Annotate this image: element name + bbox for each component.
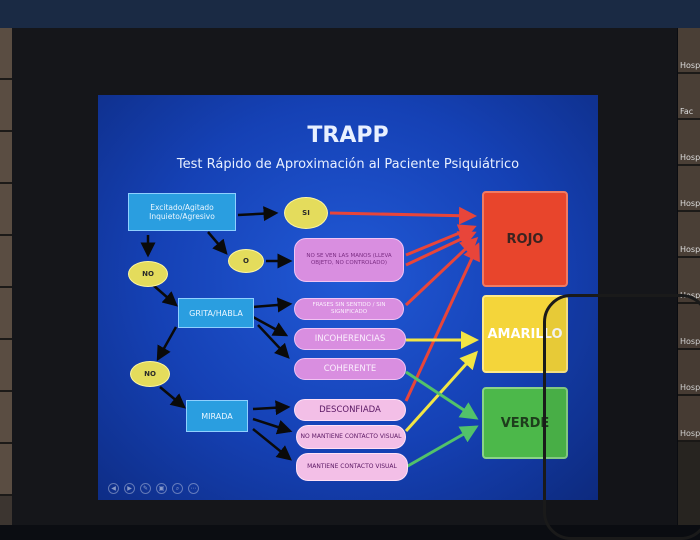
participant-name: Hosp <box>680 429 700 438</box>
phone-frame-overlay <box>543 294 700 540</box>
participant-name: Hosp <box>680 337 700 346</box>
result-verde: VERDE <box>482 387 568 459</box>
node-si: SI <box>284 197 328 229</box>
next-slide-icon[interactable]: ▶ <box>124 483 135 494</box>
participant-tile[interactable] <box>0 340 12 392</box>
participant-tile[interactable] <box>0 392 12 444</box>
arrow-desconfiada-rojo <box>404 242 480 402</box>
participant-tile[interactable] <box>0 184 12 236</box>
participant-name: Fac <box>680 107 694 116</box>
participant-tile[interactable]: Hosp <box>678 166 700 212</box>
node-mantiene-contacto: MANTIENE CONTACTO VISUAL <box>296 453 408 481</box>
zoom-icon[interactable]: ⌕ <box>172 483 183 494</box>
slide-toolbar: ◀ ▶ ✎ ▣ ⌕ ⋯ <box>108 483 199 494</box>
participant-tile[interactable] <box>0 132 12 184</box>
participant-name: Hosp <box>680 245 700 254</box>
node-no-mantiene-contacto: NO MANTIENE CONTACTO VISUAL <box>296 425 406 449</box>
arrow-si-rojo <box>329 206 477 225</box>
view-icon[interactable]: ▣ <box>156 483 167 494</box>
left-participant-strip <box>0 28 12 525</box>
presentation-slide: TRAPP Test Rápido de Aproximación al Pac… <box>98 95 598 500</box>
arrow-mirada-mantiene <box>252 428 292 461</box>
participant-name: Hospi <box>680 61 700 70</box>
node-no-1: NO <box>128 261 168 287</box>
arrow-grita-significado <box>252 297 293 313</box>
pen-icon[interactable]: ✎ <box>140 483 151 494</box>
node-no-2: NO <box>130 361 170 387</box>
arrow-grita-coherente <box>257 324 290 359</box>
more-options-icon[interactable]: ⋯ <box>188 483 199 494</box>
participant-tile[interactable] <box>0 444 12 496</box>
arrow-excitado-si <box>237 206 279 222</box>
participant-name: Hosp <box>680 383 700 392</box>
arrow-coherente-verde <box>405 370 479 420</box>
arrow-no-grita <box>152 284 178 307</box>
arrow-nomantiene-amarillo <box>404 350 479 433</box>
arrow-mantiene-verde <box>405 425 479 469</box>
participant-tile[interactable]: Hosp <box>678 350 700 396</box>
participant-name: Hosp <box>680 199 700 208</box>
participant-name: Hosp <box>680 153 700 162</box>
node-desconfiada: DESCONFIADA <box>294 399 406 421</box>
slide-title: TRAPP <box>307 123 389 148</box>
flow-arrows <box>140 206 480 469</box>
node-frases-sin-sentido: FRASES SIN SENTIDO / SIN SIGNIFICADO <box>294 298 404 320</box>
node-coherente: COHERENTE <box>294 358 406 380</box>
arrow-mirada-nomantiene <box>252 417 293 435</box>
arrow-excitado-o <box>207 231 228 255</box>
participant-tile[interactable]: Hosp <box>678 212 700 258</box>
participant-tile[interactable]: Hospi <box>678 28 700 74</box>
participant-tile[interactable] <box>0 288 12 340</box>
meeting-top-bar <box>0 0 700 28</box>
slide-subtitle: Test Rápido de Aproximación al Paciente … <box>176 157 520 172</box>
node-excitado-agitado: Excitado/Agitado Inquieto/Agresivo <box>128 193 236 231</box>
node-no-se-ven-manos: NO SE VEN LAS MANOS (LLEVA OBJETO, NO CO… <box>294 238 404 282</box>
node-incoherencias: INCOHERENCIAS <box>294 328 406 350</box>
arrow-no2-mirada <box>159 386 186 409</box>
participant-tile[interactable]: Hosp <box>678 120 700 166</box>
participant-thumbnails: Hospi Fac Hosp Hosp Hosp Hosp Hosp Hosp … <box>678 28 700 525</box>
participant-tile[interactable] <box>0 236 12 288</box>
node-grita-habla: GRITA/HABLA <box>178 298 254 328</box>
result-rojo: ROJO <box>482 191 568 287</box>
participant-tile[interactable]: Fac <box>678 74 700 120</box>
node-o: O <box>228 249 264 273</box>
participant-tile[interactable] <box>0 28 12 80</box>
previous-slide-icon[interactable]: ◀ <box>108 483 119 494</box>
participant-tile[interactable] <box>0 80 12 132</box>
participant-tile[interactable]: Hosp <box>678 396 700 442</box>
node-mirada: MIRADA <box>186 400 248 432</box>
arrow-grita-incoherencias <box>252 315 289 337</box>
arrow-mirada-desconfiada <box>252 400 291 416</box>
arrow-grita-no2 <box>156 326 178 362</box>
